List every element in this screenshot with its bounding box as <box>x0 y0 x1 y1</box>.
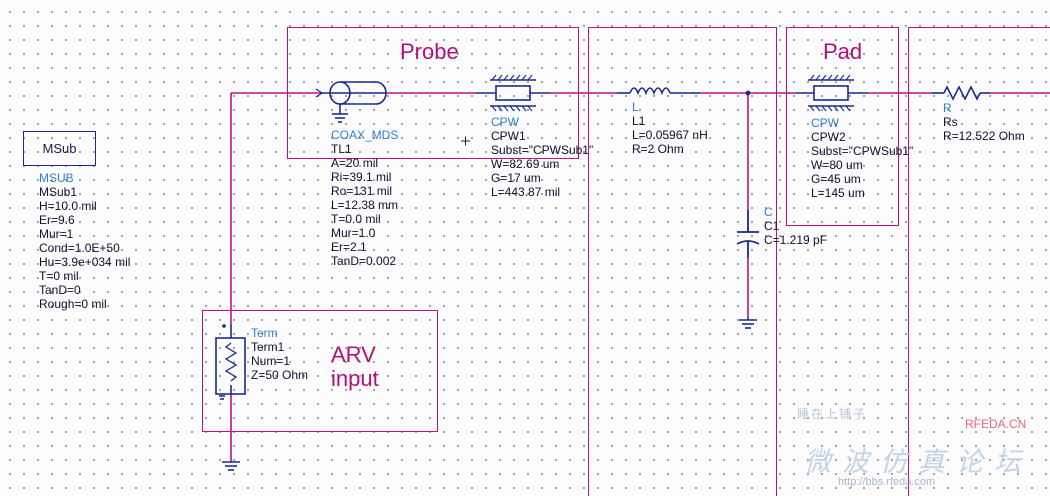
wires[interactable] <box>230 92 1050 462</box>
msub-param: H=10.0 mil <box>39 199 97 213</box>
cpw1-param: G=17 um <box>491 171 541 185</box>
inductor-param: R=2 Ohm <box>632 142 684 156</box>
coax-param: T=0.0 mil <box>331 212 381 226</box>
msub-param: Cond=1.0E+50 <box>39 241 120 255</box>
term1-symbol[interactable] <box>215 324 246 400</box>
cpw1-param: CPW1 <box>491 129 526 143</box>
probe-group-title: Probe <box>400 39 459 64</box>
resistor-type-label: R <box>943 101 952 115</box>
coax-param: TanD=0.002 <box>331 254 397 268</box>
msub-param: TanD=0 <box>39 283 81 297</box>
arv-group-title-line2: input <box>331 366 379 391</box>
inductor-l1-symbol[interactable] <box>617 87 700 96</box>
msub-param: Rough=0 mil <box>39 297 107 311</box>
msub-type-label: MSUB <box>39 171 74 185</box>
watermark-forum: 微波仿真论坛 <box>804 447 1032 478</box>
middle-group-frame[interactable] <box>588 27 777 496</box>
watermark-site: RFEDA.CN <box>965 417 1027 431</box>
arv-group-title-line1: ARV <box>331 342 376 367</box>
coax-param: Ri=39.1 mil <box>331 170 392 184</box>
term-param: Num=1 <box>251 354 291 368</box>
msub-component-box[interactable]: MSub <box>23 131 96 166</box>
msub-param: MSub1 <box>39 185 78 199</box>
capacitor-c1-symbol[interactable] <box>736 210 760 258</box>
coax-pin-arrow <box>315 88 324 98</box>
coax-param: L=12.38 mm <box>331 198 399 212</box>
cpw2-symbol[interactable] <box>796 74 868 112</box>
coax-param: Er=2.1 <box>331 240 367 254</box>
msub-param: Er=9.6 <box>39 213 75 227</box>
term-param: Term1 <box>251 340 285 354</box>
pad-group-frame[interactable] <box>786 27 899 226</box>
capacitor-param: C=1.219 pF <box>764 233 828 247</box>
cpw2-param: Subst="CPWSub1" <box>811 144 914 158</box>
msub-param: T=0 mil <box>39 269 79 283</box>
pad-group-title: Pad <box>823 39 863 64</box>
cpw1-param: Subst="CPWSub1" <box>491 143 594 157</box>
cpw1-param: L=443.87 mil <box>491 185 561 199</box>
right-group-frame[interactable] <box>908 27 1050 496</box>
coax-param: Mur=1.0 <box>331 226 376 240</box>
cursor-crosshair <box>461 136 470 146</box>
capacitor-param: C1 <box>764 219 780 233</box>
watermark-url: http://bbs.rfeda.com <box>838 476 936 488</box>
arv-input-group-frame[interactable] <box>202 310 438 432</box>
cpw1-type-label: CPW <box>491 115 519 129</box>
cpw2-param: G=45 um <box>811 172 861 186</box>
msub-param: Hu=3.9e+034 mil <box>39 255 131 269</box>
term-type-label: Term <box>251 326 278 340</box>
cpw1-param: W=82.69 um <box>491 157 560 171</box>
capacitor-type-label: C <box>764 205 773 219</box>
cpw2-param: W=80 um <box>811 158 863 172</box>
cpw2-type-label: CPW <box>811 116 839 130</box>
msub-param: Mur=1 <box>39 227 74 241</box>
coax-param: TL1 <box>331 142 352 156</box>
inductor-param: L1 <box>632 114 646 128</box>
inductor-type-label: L <box>632 100 639 114</box>
cpw2-param: CPW2 <box>811 130 846 144</box>
coax-tl1-symbol[interactable] <box>320 81 387 123</box>
coax-param: Ro=131 mil <box>331 184 393 198</box>
inductor-param: L=0.05967 nH <box>632 128 708 142</box>
watermark-small-text: 睡在上铺子 <box>797 407 868 421</box>
resistor-param: Rs <box>943 115 958 129</box>
term-param: Z=50 Ohm <box>251 368 309 382</box>
resistor-param: R=12.522 Ohm <box>943 129 1025 143</box>
junction-dot <box>745 90 751 96</box>
coax-type-label: COAX_MDS <box>331 128 399 142</box>
ground-symbol[interactable] <box>739 317 757 329</box>
term-ground-symbol[interactable] <box>222 461 240 471</box>
coax-param: A=20 mil <box>331 156 379 170</box>
cpw2-param: L=145 um <box>811 186 865 200</box>
resistor-rs-symbol[interactable] <box>932 85 990 101</box>
cpw1-symbol[interactable] <box>476 74 550 112</box>
